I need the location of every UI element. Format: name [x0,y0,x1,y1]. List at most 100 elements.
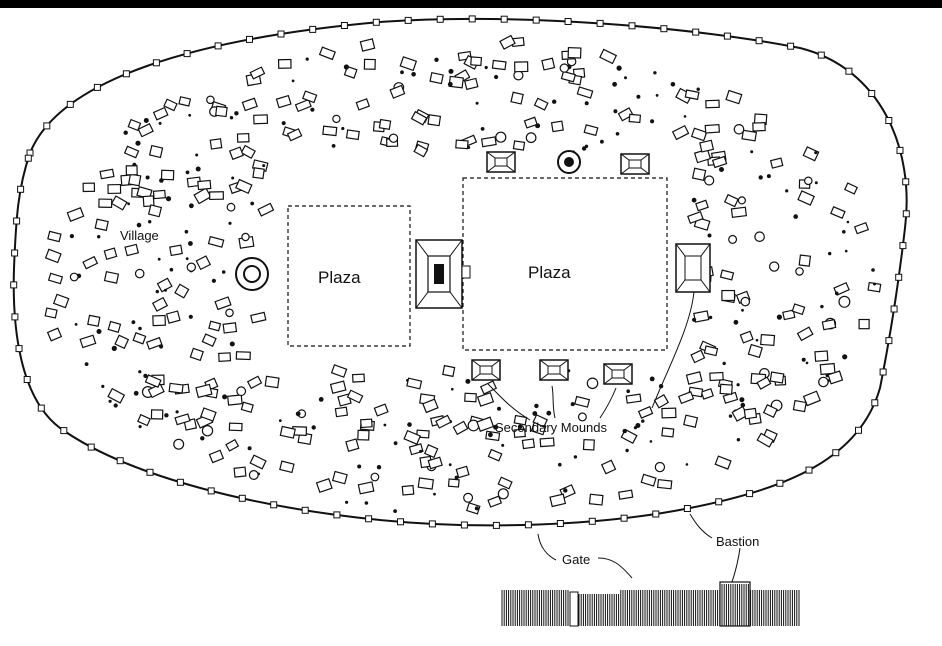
house-structure [455,139,469,150]
house-structure [690,349,706,364]
house-structure [479,380,498,395]
house-structure [189,347,204,362]
post-hole [758,175,763,180]
gate-pointer-2 [597,557,633,579]
house-structure [110,195,128,211]
house-structure [690,127,708,142]
house-structure [47,272,64,285]
post-hole [278,419,282,422]
post-hole [185,170,190,175]
house-structure [201,333,217,347]
post-hole [148,220,152,224]
post-hole [157,257,161,261]
house-structure [491,59,507,71]
conical-mound-north [557,150,581,174]
house-structure [195,383,213,399]
house-structure [197,179,212,191]
bastion [596,19,604,27]
house-structure [510,91,524,105]
house-structure [351,373,366,383]
bastion [333,511,341,519]
storage-pit [186,262,196,272]
house-structure [693,148,712,164]
gate-opening [569,591,579,627]
house-structure [541,57,556,71]
bastion [270,501,278,509]
post-hole [305,57,309,61]
post-hole [145,175,150,180]
house-structure [618,489,634,500]
bastion [890,305,898,313]
bastion [746,490,754,498]
post-hole [331,144,336,148]
house-structure [355,98,371,111]
bastion-pointer [689,513,713,539]
post-hole [842,354,848,360]
post-hole [805,361,809,365]
house-structure [246,375,263,390]
house-structure [695,199,709,212]
post-hole [563,488,568,493]
bastion [277,30,285,38]
post-hole [195,166,201,172]
bastion [207,487,215,495]
bastion-markers [10,15,910,529]
post-hole [739,397,745,403]
bastion [122,70,130,78]
post-hole [584,144,589,148]
house-structure [207,235,225,248]
house-structure [137,413,151,427]
house-structure [791,303,806,316]
storage-pit [654,461,666,473]
post-hole [419,449,423,453]
house-structure [357,429,370,441]
post-hole [138,425,142,429]
house-structure [234,178,253,195]
house-structure [762,404,778,418]
house-structure [625,393,642,404]
house-structure [413,143,429,158]
house-structure [661,427,675,438]
house-structure [174,283,190,299]
post-hole [801,357,806,362]
house-structure [264,375,280,389]
house-structure [843,182,859,195]
house-structure [656,478,673,490]
post-hole [649,376,655,382]
bastion [214,42,222,50]
bastion [15,345,23,353]
post-hole [195,153,199,157]
post-hole [488,432,493,438]
house-structure [228,146,244,161]
post-hole [834,291,839,296]
post-hole [636,94,641,99]
house-structure [514,61,529,73]
bastion [23,376,31,383]
house-structure [588,493,604,506]
post-hole [123,130,128,135]
bastion [468,15,476,23]
house-structure [408,443,424,456]
bastion [66,100,74,108]
bastion [628,22,636,30]
post-hole [740,402,746,408]
post-hole [164,413,169,418]
house-structure [687,210,704,225]
house-structure [240,401,254,414]
house-structure [521,438,536,450]
palisade-elevation [500,581,802,627]
bastion [532,16,540,24]
house-structure [66,207,85,222]
bastion [871,399,879,407]
house-structure [532,414,548,428]
storage-pit [728,234,738,244]
house-structure [163,98,178,112]
post-hole [641,419,645,423]
post-hole [97,235,101,239]
storage-pit [818,376,829,388]
bastion [309,25,317,33]
post-hole [733,319,739,325]
post-hole [842,230,846,234]
house-structure [82,255,99,270]
house-structure [103,247,118,260]
